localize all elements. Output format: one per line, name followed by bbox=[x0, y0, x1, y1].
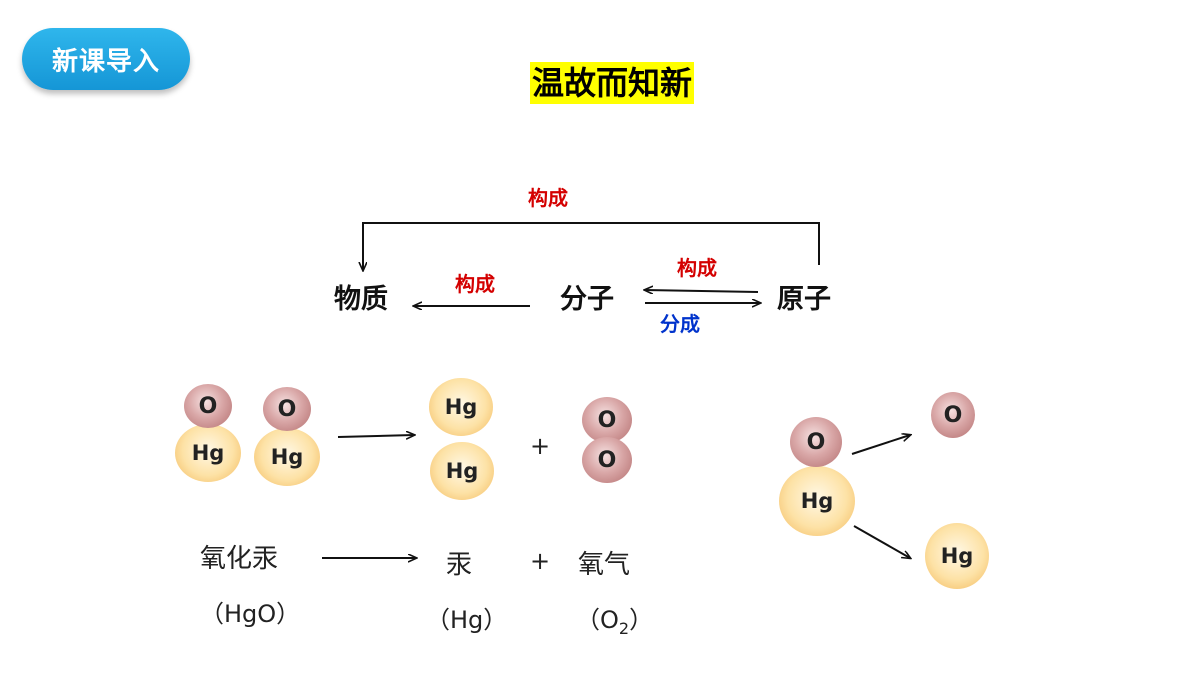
product1-formula: （Hg） bbox=[426, 606, 508, 634]
atom-to-substance-arrow bbox=[363, 222, 820, 270]
plus-sign: + bbox=[530, 432, 551, 460]
mercury-atom: Hg bbox=[429, 378, 493, 436]
atom-to-molecule-arrow bbox=[645, 290, 759, 292]
reactant-formula: （HgO） bbox=[200, 600, 301, 628]
oxygen-atom: O bbox=[263, 387, 311, 431]
product1-name: 汞 bbox=[446, 550, 473, 580]
model-reaction-arrow bbox=[337, 435, 414, 437]
page-title: 温故而知新 bbox=[530, 62, 695, 104]
oxygen-atom: O bbox=[582, 397, 632, 443]
plus-sign: + bbox=[530, 547, 551, 575]
mercury-atom: Hg bbox=[175, 424, 241, 482]
mercury-atom: Hg bbox=[430, 442, 494, 500]
decompose-to-oxygen-arrow bbox=[851, 435, 910, 455]
oxygen-atom: O bbox=[184, 384, 232, 428]
mercury-atom: Hg bbox=[925, 523, 989, 589]
mercury-atom: Hg bbox=[779, 466, 855, 536]
oxygen-atom: O bbox=[582, 437, 632, 483]
oxygen-atom: O bbox=[931, 392, 975, 438]
node-atom: 原子 bbox=[777, 284, 831, 315]
node-substance: 物质 bbox=[334, 284, 388, 315]
molecule-to-atom-label: 分成 bbox=[660, 312, 700, 336]
section-badge: 新课导入 bbox=[22, 28, 190, 90]
product2-formula: （O2） bbox=[576, 606, 654, 638]
oxygen-atom: O bbox=[790, 417, 842, 467]
mercury-atom: Hg bbox=[254, 428, 320, 486]
top-arrow-label: 构成 bbox=[528, 186, 568, 210]
decompose-to-mercury-arrow bbox=[853, 525, 910, 558]
node-molecule: 分子 bbox=[560, 284, 614, 315]
reactant-name: 氧化汞 bbox=[200, 544, 279, 574]
atom-to-molecule-label: 构成 bbox=[677, 256, 717, 280]
product2-name: 氧气 bbox=[578, 550, 631, 580]
molecule-to-substance-label: 构成 bbox=[455, 272, 495, 296]
